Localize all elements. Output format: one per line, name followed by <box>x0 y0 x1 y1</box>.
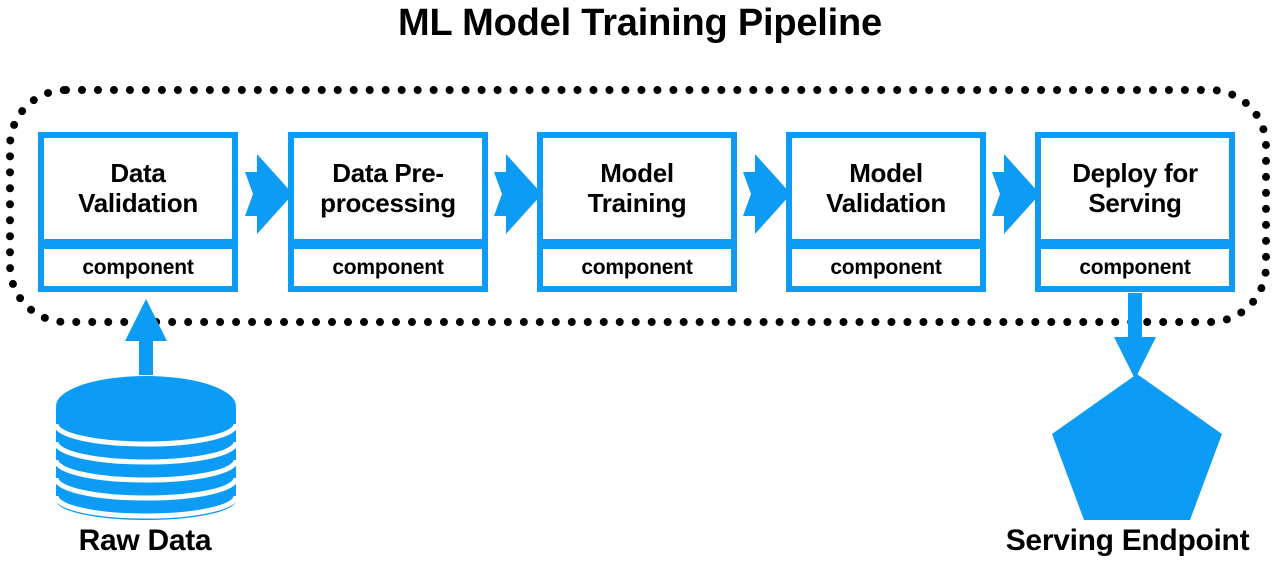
step-title: Deploy for Serving <box>1035 132 1235 245</box>
pipeline-step-data-preprocessing[interactable]: Data Pre- processing component <box>288 132 488 294</box>
step-title: Model Training <box>537 132 737 245</box>
down-arrow-icon <box>1112 293 1158 381</box>
raw-data-label: Raw Data <box>78 524 212 557</box>
step-component-label: component <box>1035 243 1235 292</box>
right-arrow-icon <box>741 152 793 236</box>
step-component-label: component <box>288 243 488 292</box>
pipeline-boundary <box>6 86 1270 326</box>
step-component-label: component <box>537 243 737 292</box>
up-arrow-icon <box>123 297 169 377</box>
step-title: Data Validation <box>38 132 238 245</box>
step-title: Data Pre- processing <box>288 132 488 245</box>
database-cylinder-icon <box>52 372 240 522</box>
pipeline-steps-row: Data Validation component Data Pre- proc… <box>0 132 1280 294</box>
serving-endpoint-label: Serving Endpoint <box>1005 524 1250 557</box>
pentagon-icon <box>1050 372 1224 522</box>
step-component-label: component <box>786 243 986 292</box>
pipeline-step-data-validation[interactable]: Data Validation component <box>38 132 238 294</box>
page-title: ML Model Training Pipeline <box>398 2 882 44</box>
pipeline-step-model-validation[interactable]: Model Validation component <box>786 132 986 294</box>
right-arrow-icon <box>990 152 1042 236</box>
right-arrow-icon <box>492 152 544 236</box>
step-component-label: component <box>38 243 238 292</box>
pipeline-step-model-training[interactable]: Model Training component <box>537 132 737 294</box>
right-arrow-icon <box>243 152 295 236</box>
pipeline-step-deploy-for-serving[interactable]: Deploy for Serving component <box>1035 132 1235 294</box>
step-title: Model Validation <box>786 132 986 245</box>
